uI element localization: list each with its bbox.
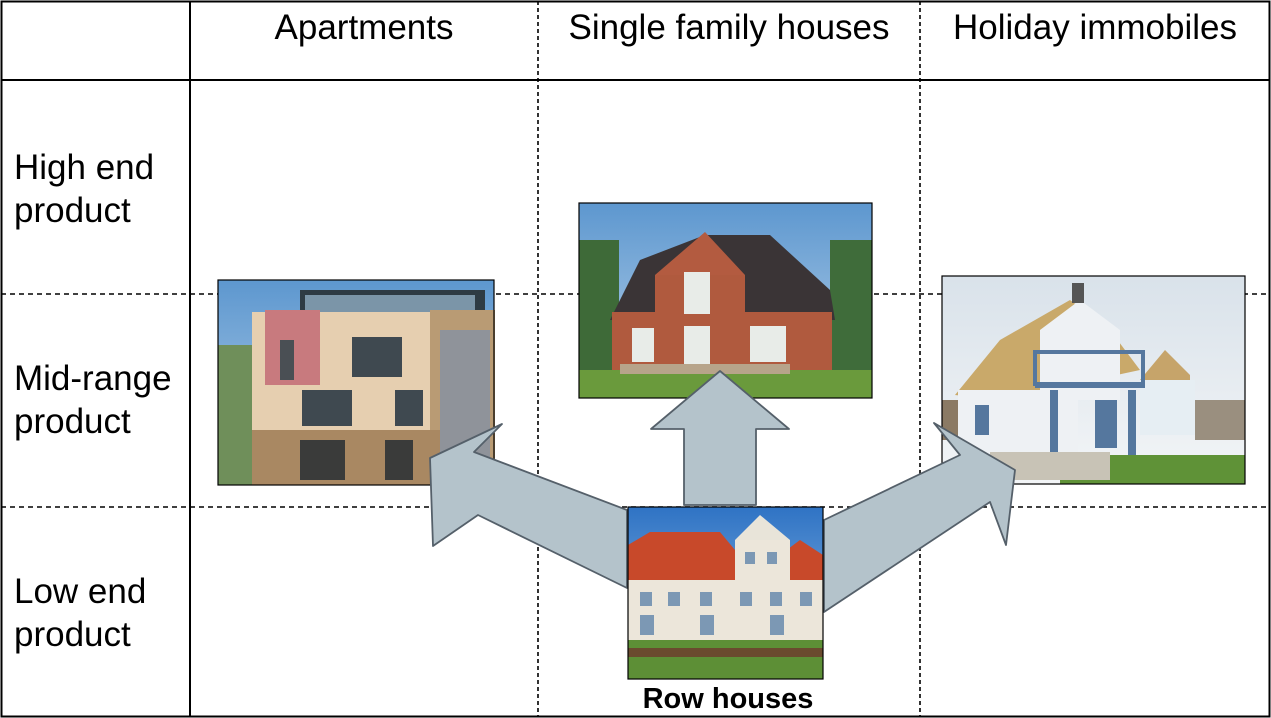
row-header-high-end-line2: product bbox=[14, 191, 131, 230]
arrow-up bbox=[650, 370, 790, 506]
holiday-thatched-house-photo bbox=[941, 275, 1246, 485]
row-header-low-end: Low end product bbox=[14, 570, 146, 656]
row-houses-photo bbox=[627, 506, 824, 680]
row-houses-caption: Row houses bbox=[642, 683, 814, 715]
arrow-left bbox=[429, 423, 628, 589]
column-header-apartments: Apartments bbox=[274, 8, 454, 47]
arrow-right bbox=[823, 422, 1016, 613]
row-header-mid-range: Mid-range product bbox=[14, 357, 172, 443]
row-header-high-end: High end product bbox=[14, 146, 154, 232]
row-header-low-end-line2: product bbox=[14, 615, 131, 654]
column-header-holiday-immobiles: Holiday immobiles bbox=[953, 8, 1237, 47]
single-family-house-photo bbox=[578, 202, 873, 399]
row-header-low-end-line1: Low end bbox=[14, 572, 147, 611]
arrows bbox=[429, 370, 1016, 613]
row-header-mid-range-line1: Mid-range bbox=[14, 359, 172, 398]
column-header-single-family-houses: Single family houses bbox=[568, 8, 890, 47]
row-header-high-end-line1: High end bbox=[14, 148, 155, 187]
row-header-mid-range-line2: product bbox=[14, 402, 131, 441]
